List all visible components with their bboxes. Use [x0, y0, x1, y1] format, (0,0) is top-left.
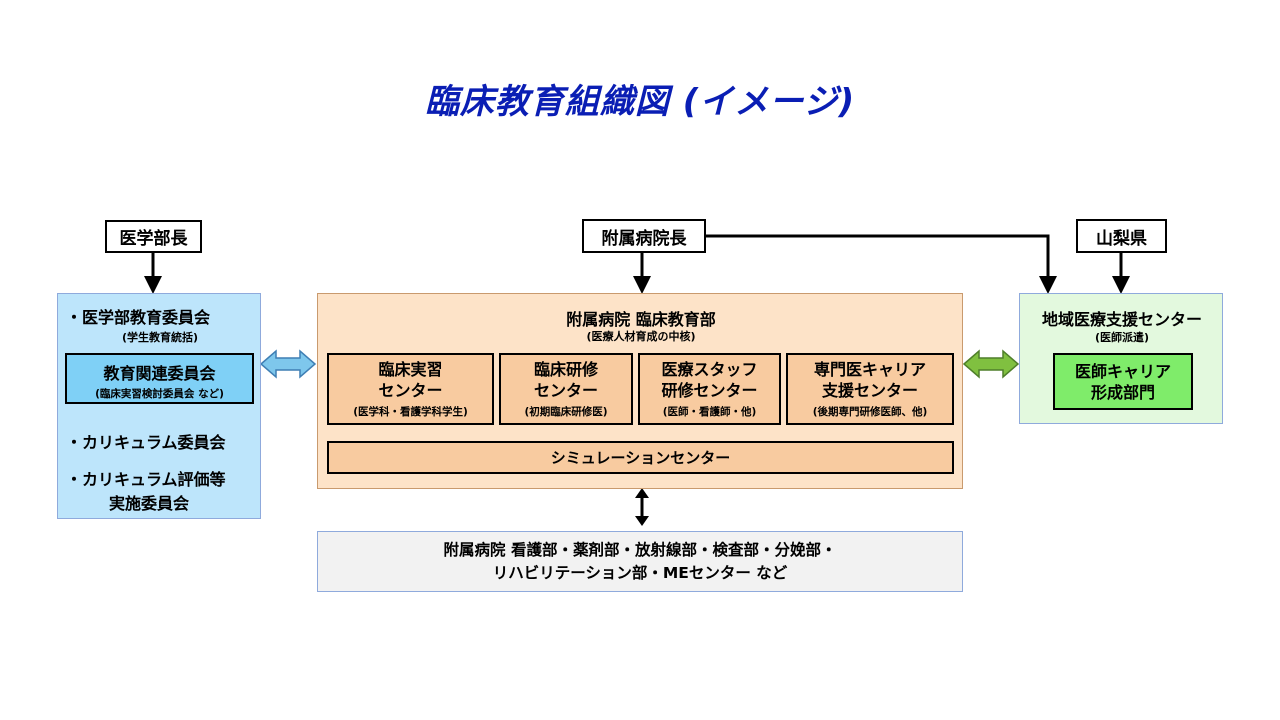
right-title: 地域医療支援センター	[1041, 310, 1202, 329]
left-item-curriculum: ・カリキュラム委員会	[66, 433, 226, 452]
prefecture-box: 山梨県	[1076, 219, 1167, 253]
center-specialist-career-note: (後期専門研修医師、他)	[812, 406, 928, 418]
center-clinical-training-line2: センター	[533, 381, 598, 400]
center-medical-staff-note: (医師・看護師・他)	[662, 406, 757, 418]
page-title: 臨床教育組織図 (イメージ)	[424, 82, 856, 122]
bottom-line1: 附属病院 看護部・薬剤部・放射線部・検査部・分娩部・	[443, 540, 837, 559]
dean-box: 医学部長	[105, 220, 202, 253]
center-clinical-practice-line1: 臨床実習	[378, 360, 443, 379]
arrow-director-to-right	[706, 234, 1057, 294]
center-specialist-career-line1: 専門医キャリア	[813, 360, 926, 379]
bottom-panel: 附属病院 看護部・薬剤部・放射線部・検査部・分娩部・ リハビリテーション部・ME…	[317, 531, 963, 592]
middle-panel: 附属病院 臨床教育部 (医療人材育成の中核) 臨床実習 センター (医学科・看護…	[317, 293, 963, 489]
right-inner-line2: 形成部門	[1090, 382, 1155, 402]
center-medical-staff-line2: 研修センター	[661, 381, 758, 400]
center-clinical-training: 臨床研修 センター (初期臨床研修医)	[499, 353, 633, 425]
arrow-left-middle	[259, 349, 317, 379]
right-inner-box: 医師キャリア 形成部門	[1053, 353, 1193, 410]
prefecture-label: 山梨県	[1096, 228, 1147, 249]
dean-label: 医学部長	[119, 229, 188, 249]
arrow-middle-right	[962, 349, 1020, 379]
center-clinical-training-line1: 臨床研修	[533, 360, 598, 379]
simulation-center-label: シミュレーションセンター	[550, 449, 731, 467]
center-specialist-career: 専門医キャリア 支援センター (後期専門研修医師、他)	[786, 353, 954, 425]
center-clinical-training-note: (初期臨床研修医)	[524, 406, 608, 418]
left-panel: ・医学部教育委員会 (学生教育統括) 教育関連委員会 (臨床実習検討委員会 など…	[57, 293, 261, 519]
middle-note: (医療人材育成の中核)	[586, 330, 696, 343]
right-inner-line1: 医師キャリア	[1074, 361, 1171, 381]
left-inner-title: 教育関連委員会	[103, 364, 216, 383]
director-box: 附属病院長	[582, 219, 706, 253]
left-inner-note: (臨床実習検討委員会 など)	[95, 388, 224, 400]
center-clinical-practice-line2: センター	[378, 381, 443, 400]
director-label: 附属病院長	[601, 228, 687, 249]
right-panel: 地域医療支援センター (医師派遣) 医師キャリア 形成部門	[1019, 293, 1223, 424]
center-medical-staff-line1: 医療スタッフ	[661, 360, 758, 379]
center-medical-staff: 医療スタッフ 研修センター (医師・看護師・他)	[638, 353, 781, 425]
left-item-education-note: (学生教育統括)	[121, 331, 199, 344]
center-specialist-career-line2: 支援センター	[821, 381, 918, 400]
center-clinical-practice: 臨床実習 センター (医学科・看護学科学生)	[327, 353, 494, 425]
right-note: (医師派遣)	[1094, 331, 1150, 344]
simulation-center: シミュレーションセンター	[327, 441, 954, 474]
middle-title: 附属病院 臨床教育部	[566, 310, 716, 329]
left-inner-box: 教育関連委員会 (臨床実習検討委員会 など)	[65, 353, 254, 404]
bottom-line2: リハビリテーション部・MEセンター など	[492, 563, 788, 582]
left-item-education-committee: ・医学部教育委員会	[66, 308, 211, 327]
center-clinical-practice-note: (医学科・看護学科学生)	[353, 406, 468, 418]
left-item-evaluation-line2: 実施委員会	[109, 494, 190, 513]
left-item-evaluation: ・カリキュラム評価等	[66, 470, 226, 489]
